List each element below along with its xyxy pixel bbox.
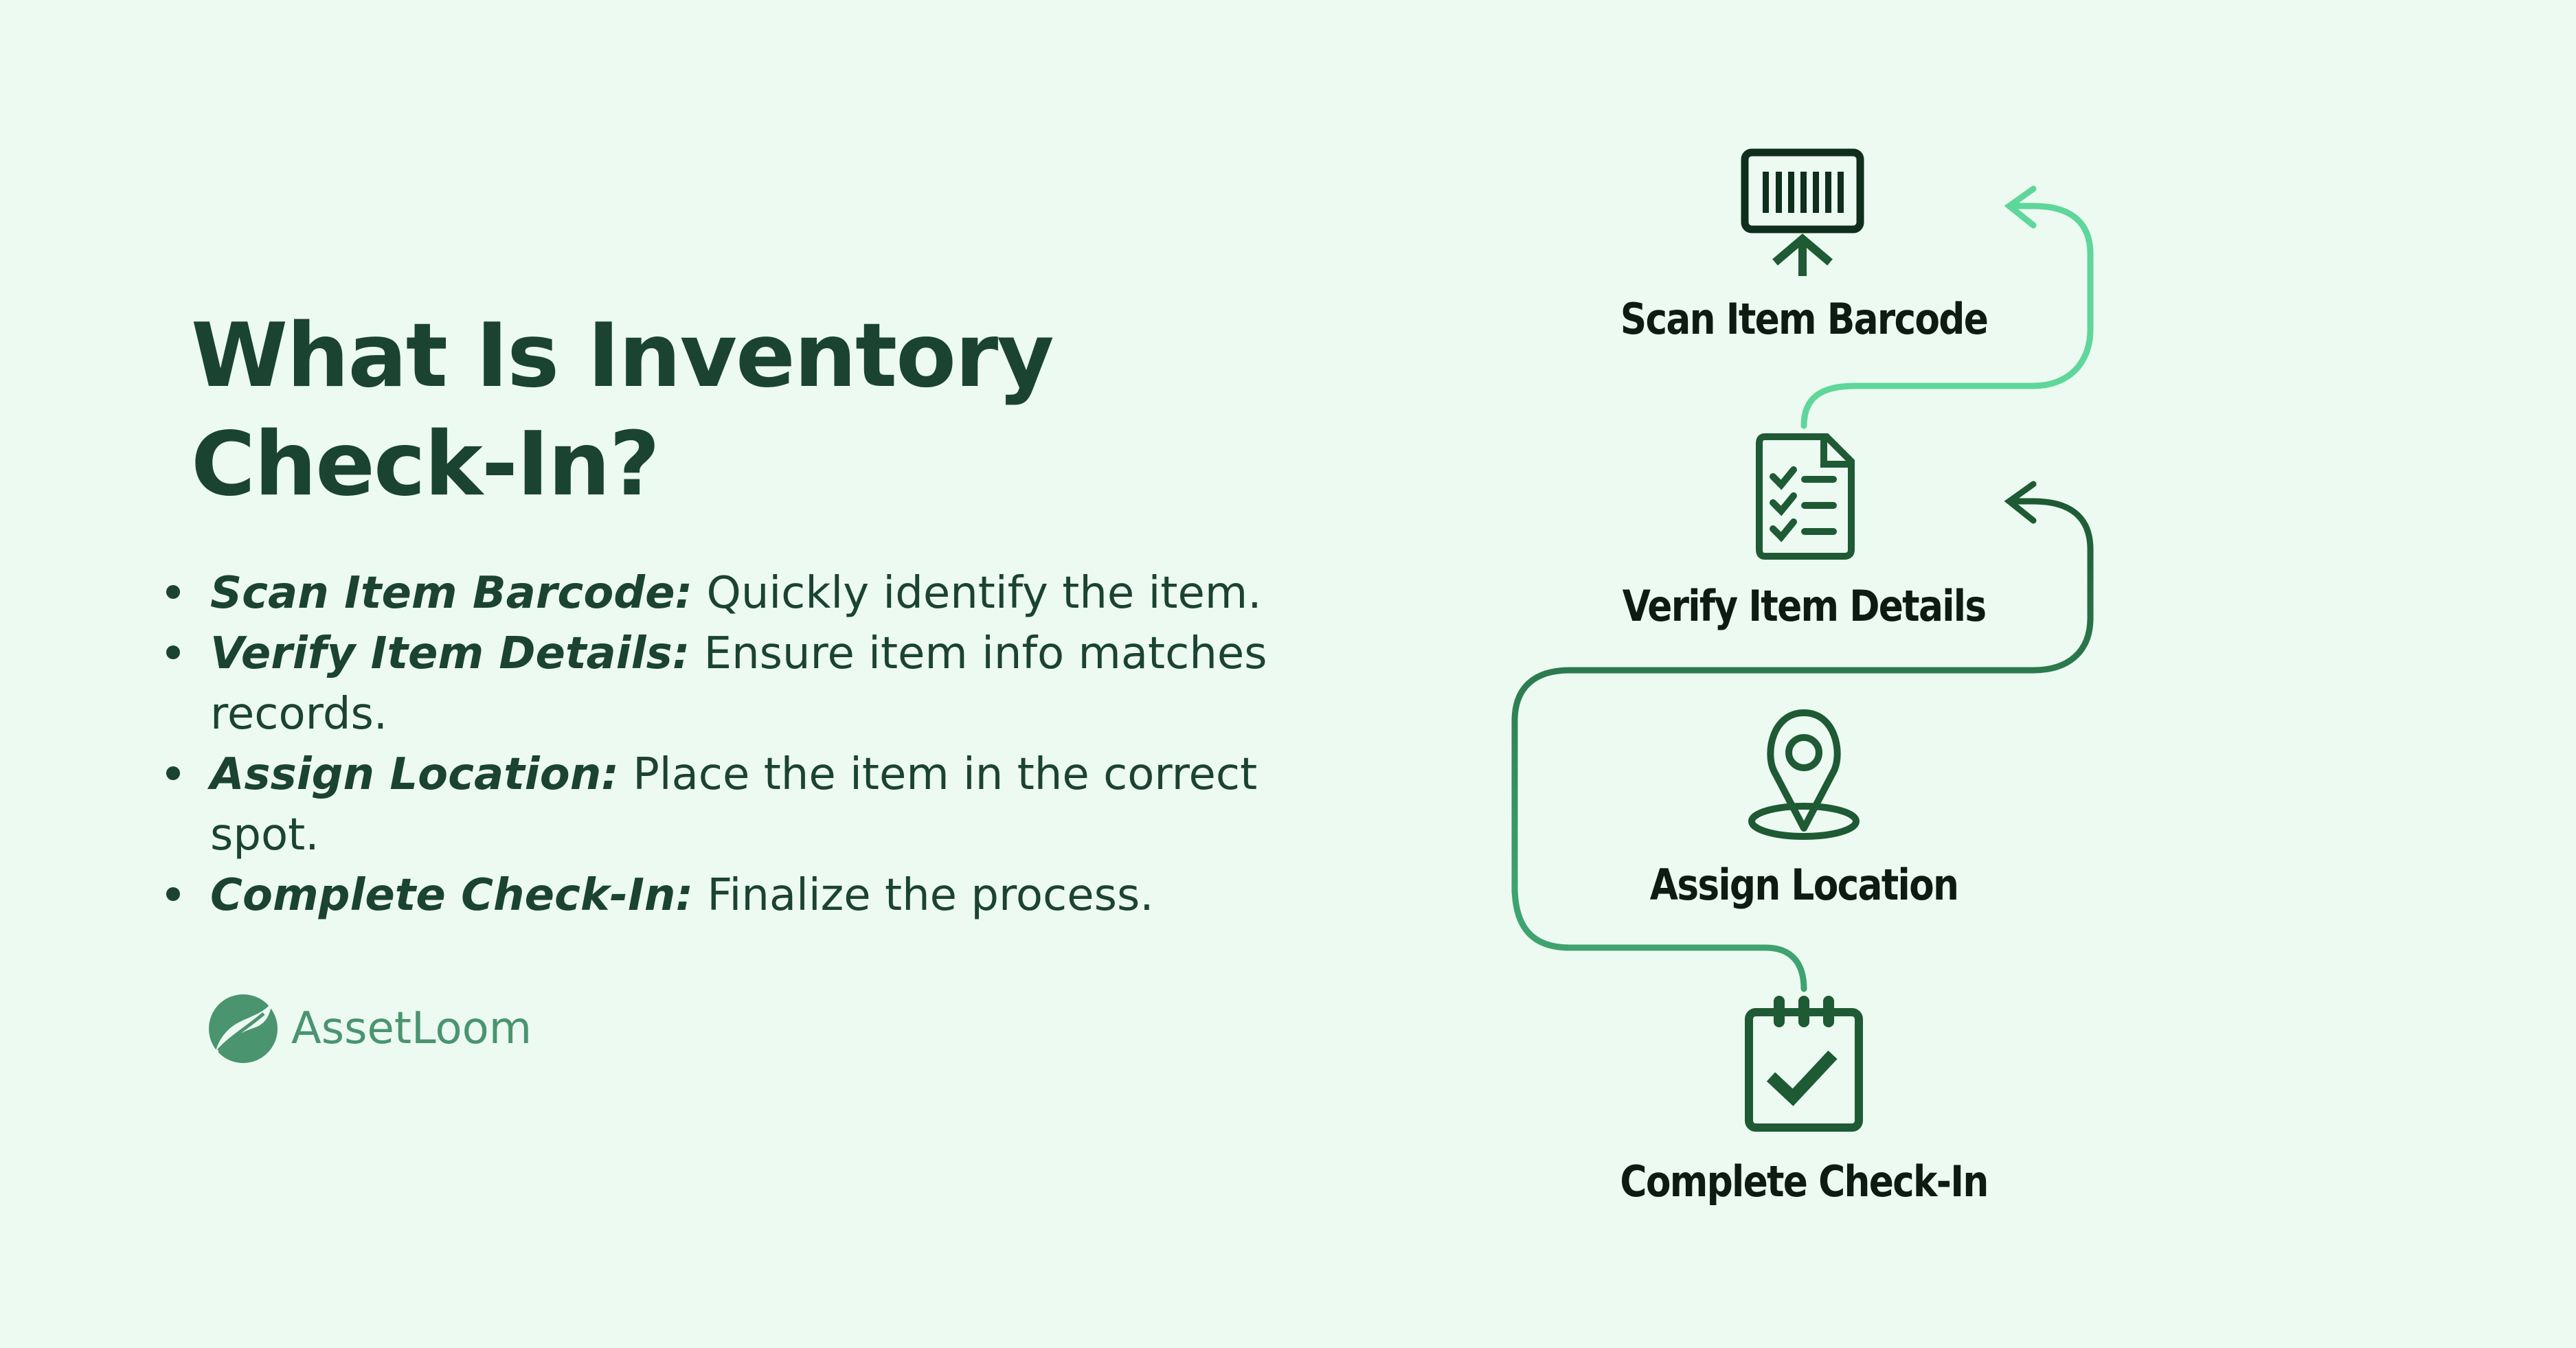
bullet-list: Scan Item Barcode: Quickly identify the … (163, 563, 1290, 926)
bullet-dot-icon (166, 585, 180, 599)
arrow-left-icon (2004, 185, 2037, 229)
title-line-2: Check-In? (191, 413, 660, 516)
bullet-term: Verify Item Details: (210, 628, 690, 679)
bullet-item-complete: Complete Check-In: Finalize the process. (163, 865, 1290, 926)
leaf-circle-icon (209, 994, 278, 1063)
bullet-description: Place the item in the correct spot. (210, 749, 1258, 860)
bullet-item-verify: Verify Item Details: Ensure item info ma… (163, 624, 1290, 744)
bullet-description: Quickly identify the item. (692, 568, 1262, 619)
barcode-scan-icon (1741, 148, 1864, 276)
bullet-dot-icon (166, 646, 180, 659)
bullet-item-assign: Assign Location: Place the item in the c… (163, 744, 1290, 865)
checklist-document-icon (1756, 433, 1855, 560)
checked-notepad-icon (1745, 996, 1863, 1132)
title-line-1: What Is Inventory (191, 305, 1054, 407)
bullet-item-scan: Scan Item Barcode: Quickly identify the … (163, 563, 1290, 624)
step-label-assign: Assign Location (1649, 860, 1959, 910)
bullet-dot-icon (166, 766, 180, 780)
step-label-verify: Verify Item Details (1622, 581, 1987, 631)
bullet-term: Complete Check-In: (210, 870, 694, 921)
bullet-description: Ensure item info matches records. (210, 628, 1267, 740)
page-title: What Is Inventory Check-In? (191, 302, 1054, 519)
bullet-description: Finalize the process. (693, 870, 1154, 921)
step-label-scan: Scan Item Barcode (1620, 294, 1989, 344)
bullet-term: Scan Item Barcode: (210, 568, 693, 619)
step-label-complete: Complete Check-In (1620, 1156, 1989, 1207)
arrow-left-icon (2004, 481, 2037, 524)
brand-name: AssetLoom (291, 1003, 532, 1054)
bullet-dot-icon (166, 887, 180, 901)
bullet-term: Assign Location: (210, 749, 619, 800)
brand-logo: AssetLoom (207, 993, 532, 1064)
map-pin-icon (1748, 709, 1860, 840)
